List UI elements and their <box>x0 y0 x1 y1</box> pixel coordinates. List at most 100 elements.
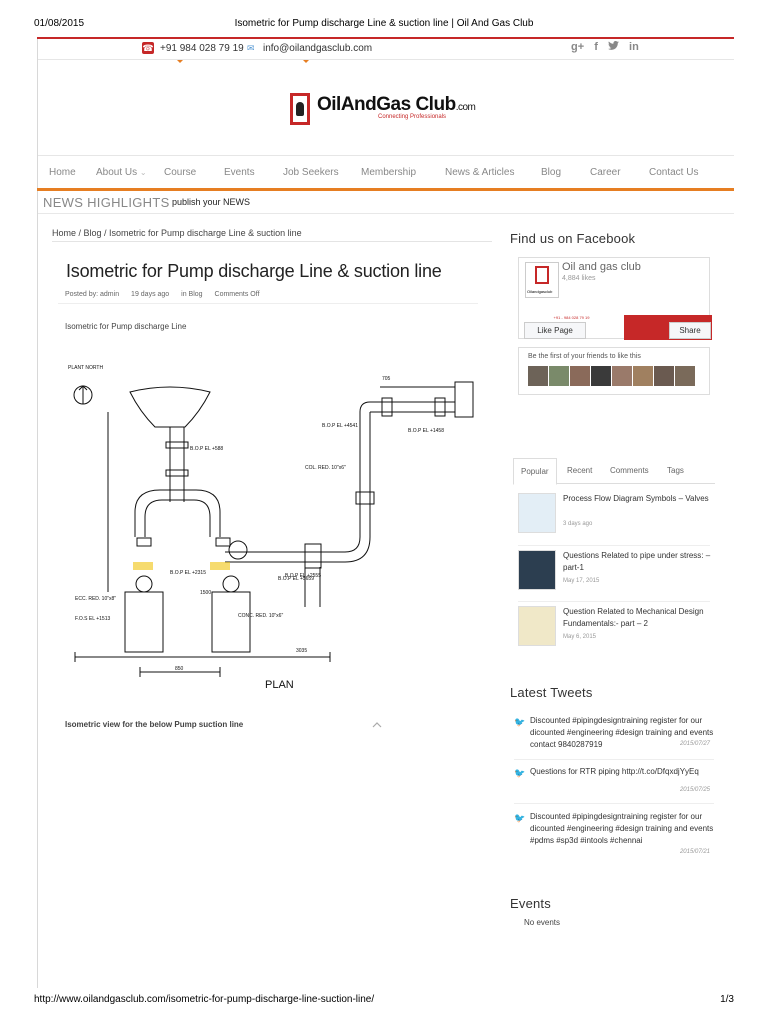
facebook-icon[interactable]: f <box>594 41 598 53</box>
nav-events[interactable]: Events <box>224 167 255 178</box>
svg-text:B.O.P EL +2555: B.O.P EL +2555 <box>285 573 321 579</box>
svg-text:850: 850 <box>175 666 184 672</box>
list-item[interactable]: Questions Related to pipe under stress: … <box>518 550 712 602</box>
tweet-text[interactable]: Discounted #pipingdesigntraining registe… <box>530 812 714 845</box>
facebook-profile-pic[interactable]: Oilandgasclub <box>525 262 559 298</box>
svg-text:B.O.P EL +588: B.O.P EL +588 <box>190 446 223 452</box>
logo-tagline: Connecting Professionals <box>378 114 447 120</box>
tweet-date[interactable]: 2015/07/25 <box>679 787 710 793</box>
svg-text:705: 705 <box>382 376 391 382</box>
post-thumbnail <box>518 606 556 646</box>
avatar[interactable] <box>591 366 611 386</box>
post-comments: Comments Off <box>214 291 260 298</box>
page-border <box>37 38 38 988</box>
nav-membership[interactable]: Membership <box>361 167 417 178</box>
nav-career[interactable]: Career <box>590 167 621 178</box>
facebook-friends-text: Be the first of your friends to like thi… <box>528 353 641 360</box>
meta-divider <box>58 303 478 304</box>
nav-job-seekers[interactable]: Job Seekers <box>283 167 339 178</box>
nav-about-us[interactable]: About Us ⌄ <box>96 167 147 178</box>
logo-mark <box>290 93 310 125</box>
facebook-cover-phone: +91 - 984 028 79 19 <box>553 315 590 320</box>
sidebar-tabs: Popular Recent Comments Tags <box>513 458 715 485</box>
avatar[interactable] <box>528 366 548 386</box>
nav-underline <box>37 188 734 191</box>
email-link[interactable]: info@oilandgasclub.com <box>263 43 373 54</box>
publish-news-link[interactable]: publish your NEWS <box>172 197 251 207</box>
svg-text:B.O.P EL +5659: B.O.P EL +5659 <box>278 576 314 582</box>
tweet-date[interactable]: 2015/07/27 <box>679 741 710 747</box>
post-thumbnail <box>518 493 556 533</box>
social-links: g+ f in <box>571 41 646 53</box>
phone-number[interactable]: +91 984 028 79 19 <box>160 43 244 54</box>
tweet-text[interactable]: Questions for RTR piping http://t.co/Dfq… <box>530 767 699 776</box>
avatar[interactable] <box>549 366 569 386</box>
tweet-text[interactable]: Discounted #pipingdesigntraining registe… <box>530 716 714 749</box>
popular-date: 3 days ago <box>563 521 593 527</box>
twitter-icon[interactable] <box>608 41 622 53</box>
nav-news-articles[interactable]: News & Articles <box>445 167 515 178</box>
print-url: http://www.oilandgasclub.com/isometric-f… <box>34 994 375 1005</box>
facebook-widget: +91 - 984 028 79 19 Oilandgasclub Oil an… <box>518 257 712 397</box>
tab-popular[interactable]: Popular <box>513 458 557 485</box>
svg-text:1500: 1500 <box>200 590 211 596</box>
main-nav: Home About Us ⌄ Course Events Job Seeker… <box>38 155 734 189</box>
linkedin-icon[interactable]: in <box>629 41 639 53</box>
svg-text:COL. RED. 10"x6": COL. RED. 10"x6" <box>305 465 346 471</box>
avatar[interactable] <box>654 366 674 386</box>
svg-text:B.O.P EL +2315: B.O.P EL +2315 <box>170 570 206 576</box>
facebook-share-button[interactable]: Share <box>669 322 711 339</box>
avatar[interactable] <box>633 366 653 386</box>
print-header: 01/08/2015 Isometric for Pump discharge … <box>34 18 734 32</box>
popular-title[interactable]: Process Flow Diagram Symbols – Valves <box>563 494 709 503</box>
post-category[interactable]: in Blog <box>181 291 203 298</box>
post-subtitle-2: Isometric view for the below Pump suctio… <box>65 720 244 729</box>
tweet-date[interactable]: 2015/07/21 <box>679 849 710 855</box>
events-title: Events <box>510 896 551 911</box>
nav-course[interactable]: Course <box>164 167 197 178</box>
post-author[interactable]: Posted by: admin <box>65 291 120 298</box>
svg-text:B.O.P EL +4541: B.O.P EL +4541 <box>322 423 358 429</box>
divider <box>518 545 710 546</box>
tweets-title: Latest Tweets <box>510 685 593 700</box>
post-title: Isometric for Pump discharge Line & suct… <box>66 261 442 281</box>
avatar[interactable] <box>570 366 590 386</box>
svg-text:3035: 3035 <box>296 648 307 654</box>
print-footer: http://www.oilandgasclub.com/isometric-f… <box>34 994 734 1008</box>
logo-name: OilAndGas Club.com <box>317 94 476 115</box>
popular-title[interactable]: Questions Related to pipe under stress: … <box>563 551 711 572</box>
google-plus-icon[interactable]: g+ <box>571 41 585 53</box>
svg-text:CONC. RED. 10"x6": CONC. RED. 10"x6" <box>238 613 283 619</box>
nav-blog[interactable]: Blog <box>541 167 562 178</box>
nav-home[interactable]: Home <box>49 167 76 178</box>
tab-tags[interactable]: Tags <box>667 466 684 475</box>
avatar[interactable] <box>612 366 632 386</box>
twitter-bird-icon: 🐦 <box>514 768 526 778</box>
avatar[interactable] <box>675 366 695 386</box>
list-item[interactable]: Question Related to Mechanical Design Fu… <box>518 606 712 658</box>
site-logo[interactable]: OilAndGas Club.com Connecting Profession… <box>290 92 490 130</box>
chevron-up-icon[interactable] <box>372 720 382 728</box>
facebook-likes: 4,884 likes <box>562 275 596 282</box>
phone-pointer <box>177 60 183 63</box>
contact-bar: ☎ +91 984 028 79 19 ✉ info@oilandgasclub… <box>38 38 734 63</box>
twitter-bird-icon: 🐦 <box>514 717 526 727</box>
breadcrumb[interactable]: Home / Blog / Isometric for Pump dischar… <box>52 228 302 238</box>
pump-line-drawing: PLANT NORTH B.O.P EL +4541 B.O.P EL +588… <box>60 352 480 697</box>
news-highlights-bar: NEWS HIGHLIGHTS publish your NEWS <box>38 194 734 214</box>
tab-recent[interactable]: Recent <box>567 466 593 475</box>
tab-comments[interactable]: Comments <box>610 466 649 475</box>
divider <box>518 601 710 602</box>
facebook-faces <box>528 366 696 391</box>
popular-title[interactable]: Question Related to Mechanical Design Fu… <box>563 607 704 628</box>
post-thumbnail <box>518 550 556 590</box>
nav-contact-us[interactable]: Contact Us <box>649 167 699 178</box>
facebook-page-name[interactable]: Oil and gas club <box>562 261 641 273</box>
popular-date: May 17, 2015 <box>563 578 600 584</box>
chevron-down-icon: ⌄ <box>139 168 147 177</box>
list-item[interactable]: Process Flow Diagram Symbols – Valves 3 … <box>518 493 712 545</box>
facebook-like-button[interactable]: Like Page <box>524 322 586 339</box>
svg-text:ECC. RED. 10"x8": ECC. RED. 10"x8" <box>75 596 116 602</box>
twitter-bird-icon: 🐦 <box>514 813 526 823</box>
post-age: 19 days ago <box>131 291 170 298</box>
